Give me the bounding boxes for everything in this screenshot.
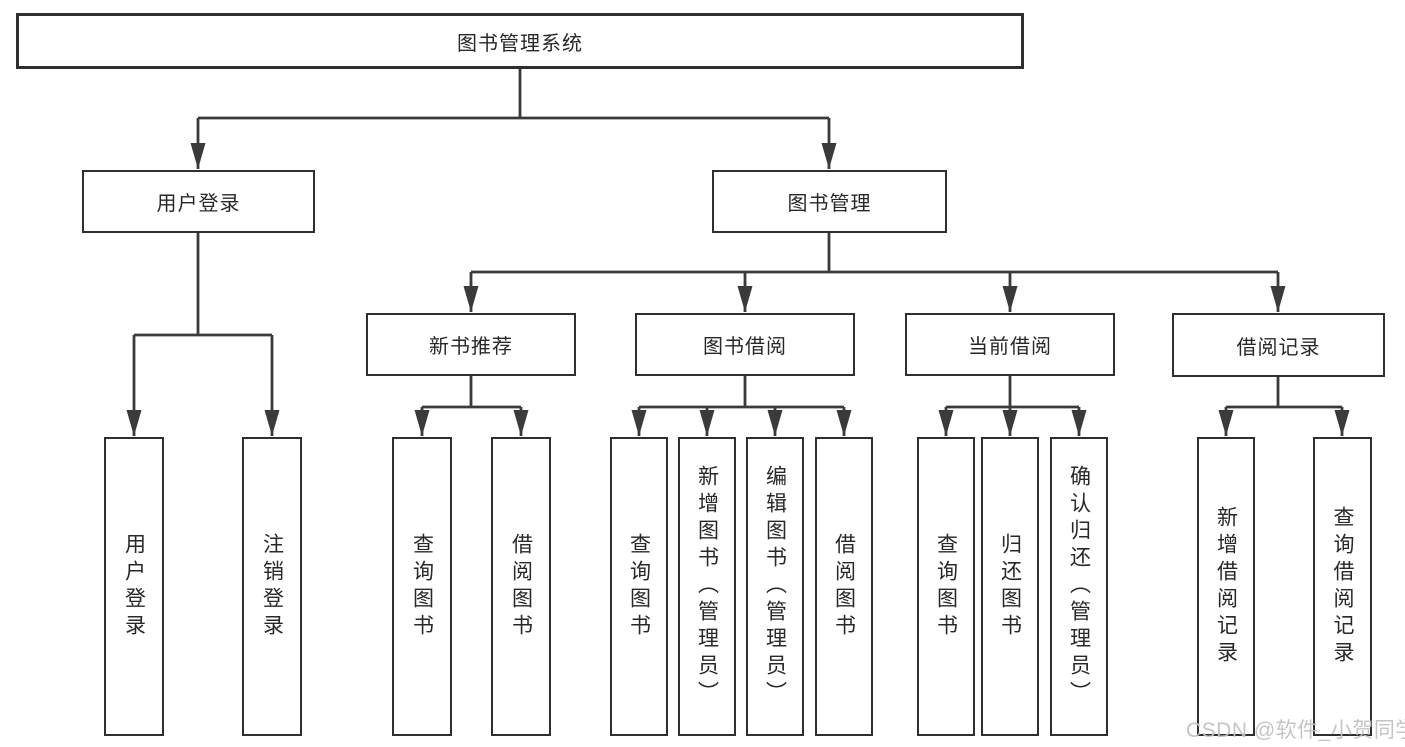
leaf-add-books-admin: 新增图书（管理员） — [678, 437, 736, 736]
leaf-logout-label: 注销登录 — [260, 532, 284, 641]
node-root-label: 图书管理系统 — [457, 32, 583, 55]
leaf-add-borrow-record: 新增借阅记录 — [1197, 437, 1255, 736]
leaf-add-borrow-record-label: 新增借阅记录 — [1214, 505, 1238, 668]
node-current-borrow: 当前借阅 — [905, 313, 1115, 376]
leaf-query-books-current-label: 查询图书 — [934, 532, 958, 641]
leaf-borrow-books: 借阅图书 — [815, 437, 873, 736]
node-user-login: 用户登录 — [82, 170, 315, 233]
leaf-user-login-label: 用户登录 — [122, 532, 146, 641]
leaf-query-borrow-record: 查询借阅记录 — [1313, 437, 1372, 736]
node-book-management-label: 图书管理 — [787, 193, 872, 215]
leaf-user-login: 用户登录 — [104, 437, 164, 736]
leaf-query-books-borrow: 查询图书 — [610, 437, 668, 736]
leaf-edit-books-admin: 编辑图书（管理员） — [746, 437, 804, 736]
leaf-query-books-recommend-label: 查询图书 — [410, 532, 434, 641]
node-book-borrow: 图书借阅 — [635, 313, 855, 376]
leaf-borrow-books-recommend: 借阅图书 — [491, 437, 551, 736]
leaf-return-books-label: 归还图书 — [998, 532, 1022, 641]
leaf-query-books-current: 查询图书 — [917, 437, 975, 736]
leaf-query-books-recommend: 查询图书 — [392, 437, 452, 736]
leaf-query-books-borrow-label: 查询图书 — [627, 532, 651, 641]
node-book-management: 图书管理 — [712, 170, 947, 233]
leaf-borrow-books-label: 借阅图书 — [832, 532, 856, 641]
leaf-edit-books-admin-label: 编辑图书（管理员） — [763, 465, 787, 708]
leaf-logout: 注销登录 — [242, 437, 302, 736]
node-book-borrow-label: 图书借阅 — [703, 336, 787, 358]
node-root-system: 图书管理系统 — [16, 13, 1024, 69]
node-borrow-records-label: 借阅记录 — [1236, 336, 1321, 359]
node-user-login-label: 用户登录 — [156, 193, 241, 215]
leaf-return-books: 归还图书 — [981, 437, 1039, 736]
csdn-watermark: CSDN @软件_小贺同学 — [1186, 719, 1405, 742]
node-current-borrow-label: 当前借阅 — [968, 336, 1052, 358]
leaf-borrow-books-recommend-label: 借阅图书 — [509, 532, 533, 641]
node-borrow-records: 借阅记录 — [1172, 313, 1385, 377]
node-new-book-recommend: 新书推荐 — [366, 313, 576, 376]
node-new-book-recommend-label: 新书推荐 — [429, 336, 513, 358]
leaf-confirm-return-admin-label: 确认归还（管理员） — [1067, 465, 1091, 708]
leaf-add-books-admin-label: 新增图书（管理员） — [695, 465, 719, 708]
leaf-query-borrow-record-label: 查询借阅记录 — [1331, 505, 1354, 668]
leaf-confirm-return-admin: 确认归还（管理员） — [1050, 437, 1108, 736]
